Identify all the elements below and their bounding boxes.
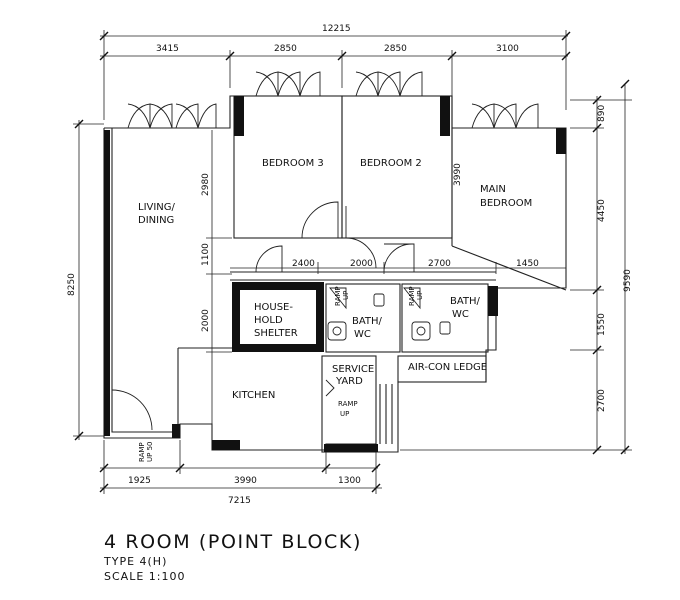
dim-right-1550: 1550	[597, 313, 607, 336]
dim-top-total: 12215	[322, 24, 351, 34]
dim-mid-2400: 2400	[292, 259, 315, 269]
thin-walls	[103, 95, 567, 453]
dim-right-2700: 2700	[597, 389, 607, 412]
dim-left-2000: 2000	[201, 309, 211, 332]
dim-bottom-3990: 3990	[234, 476, 257, 486]
dim-bottom-1300: 1300	[338, 476, 361, 486]
ramp-up-bath1: UP	[342, 291, 350, 300]
dim-left-total: 8250	[67, 273, 77, 296]
ramp-up-bath2: UP	[416, 291, 424, 300]
dim-mid-3990: 3990	[453, 163, 463, 186]
dimension-lines	[73, 30, 632, 494]
dim-left-1100: 1100	[201, 243, 211, 266]
dim-mid-2700: 2700	[428, 259, 451, 269]
dim-bottom-1925: 1925	[128, 476, 151, 486]
thick-walls	[104, 96, 566, 452]
dim-top-2850-b: 2850	[384, 44, 407, 54]
window-icons	[127, 71, 539, 129]
dim-top-2850-a: 2850	[274, 44, 297, 54]
ramp-label-bath1: RAMP	[334, 286, 342, 306]
title-block: 4 ROOM (POINT BLOCK) TYPE 4(H) SCALE 1:1…	[104, 530, 362, 584]
ramp-label-yard: RAMP	[338, 400, 358, 408]
room-shelter-line2: HOLD	[254, 315, 283, 326]
ramp-label-entry: RAMP	[138, 442, 146, 462]
room-bath-1-line1: BATH/	[352, 316, 383, 327]
room-main-bedroom-line1: MAIN	[480, 184, 506, 195]
ramp-label-bath2: RAMP	[408, 286, 416, 306]
room-service-yard-line1: SERVICE	[332, 364, 374, 375]
room-kitchen: KITCHEN	[232, 390, 275, 401]
dim-right-890: 890	[597, 105, 607, 122]
ramp-up-entry: UP 50	[146, 442, 154, 462]
room-service-yard-line2: YARD	[335, 376, 363, 387]
fixtures	[327, 287, 451, 341]
plan-title: 4 ROOM (POINT BLOCK)	[104, 531, 362, 553]
dimension-ticks	[74, 31, 630, 493]
room-living-line1: LIVING/	[138, 202, 176, 213]
floor-plan: BEDROOM 3 BEDROOM 2 MAIN BEDROOM LIVING/…	[67, 24, 633, 506]
room-living-line2: DINING	[138, 215, 174, 226]
dim-mid-1450: 1450	[516, 259, 539, 269]
dim-top-3415: 3415	[156, 44, 179, 54]
dim-right-4450: 4450	[597, 199, 607, 222]
room-shelter-line1: HOUSE-	[254, 302, 293, 313]
room-main-bedroom-line2: BEDROOM	[480, 198, 532, 209]
dim-left-2980: 2980	[201, 173, 211, 196]
dim-bottom-total: 7215	[228, 496, 251, 506]
room-bath-1-line2: WC	[354, 329, 371, 340]
room-shelter-line3: SHELTER	[254, 328, 298, 339]
dim-top-3100: 3100	[496, 44, 519, 54]
ramp-up-yard: UP	[340, 410, 349, 418]
dim-mid-2000: 2000	[350, 259, 373, 269]
door-swings	[111, 201, 415, 432]
dim-right-total: 9590	[623, 269, 633, 292]
room-bath-2-line2: WC	[452, 309, 469, 320]
plan-scale: SCALE 1:100	[104, 570, 186, 583]
room-bedroom-2: BEDROOM 2	[360, 158, 422, 169]
plan-type: TYPE 4(H)	[104, 555, 168, 568]
room-air-con-ledge: AIR-CON LEDGE	[408, 362, 487, 373]
room-bedroom-3: BEDROOM 3	[262, 158, 324, 169]
room-bath-2-line1: BATH/	[450, 296, 481, 307]
